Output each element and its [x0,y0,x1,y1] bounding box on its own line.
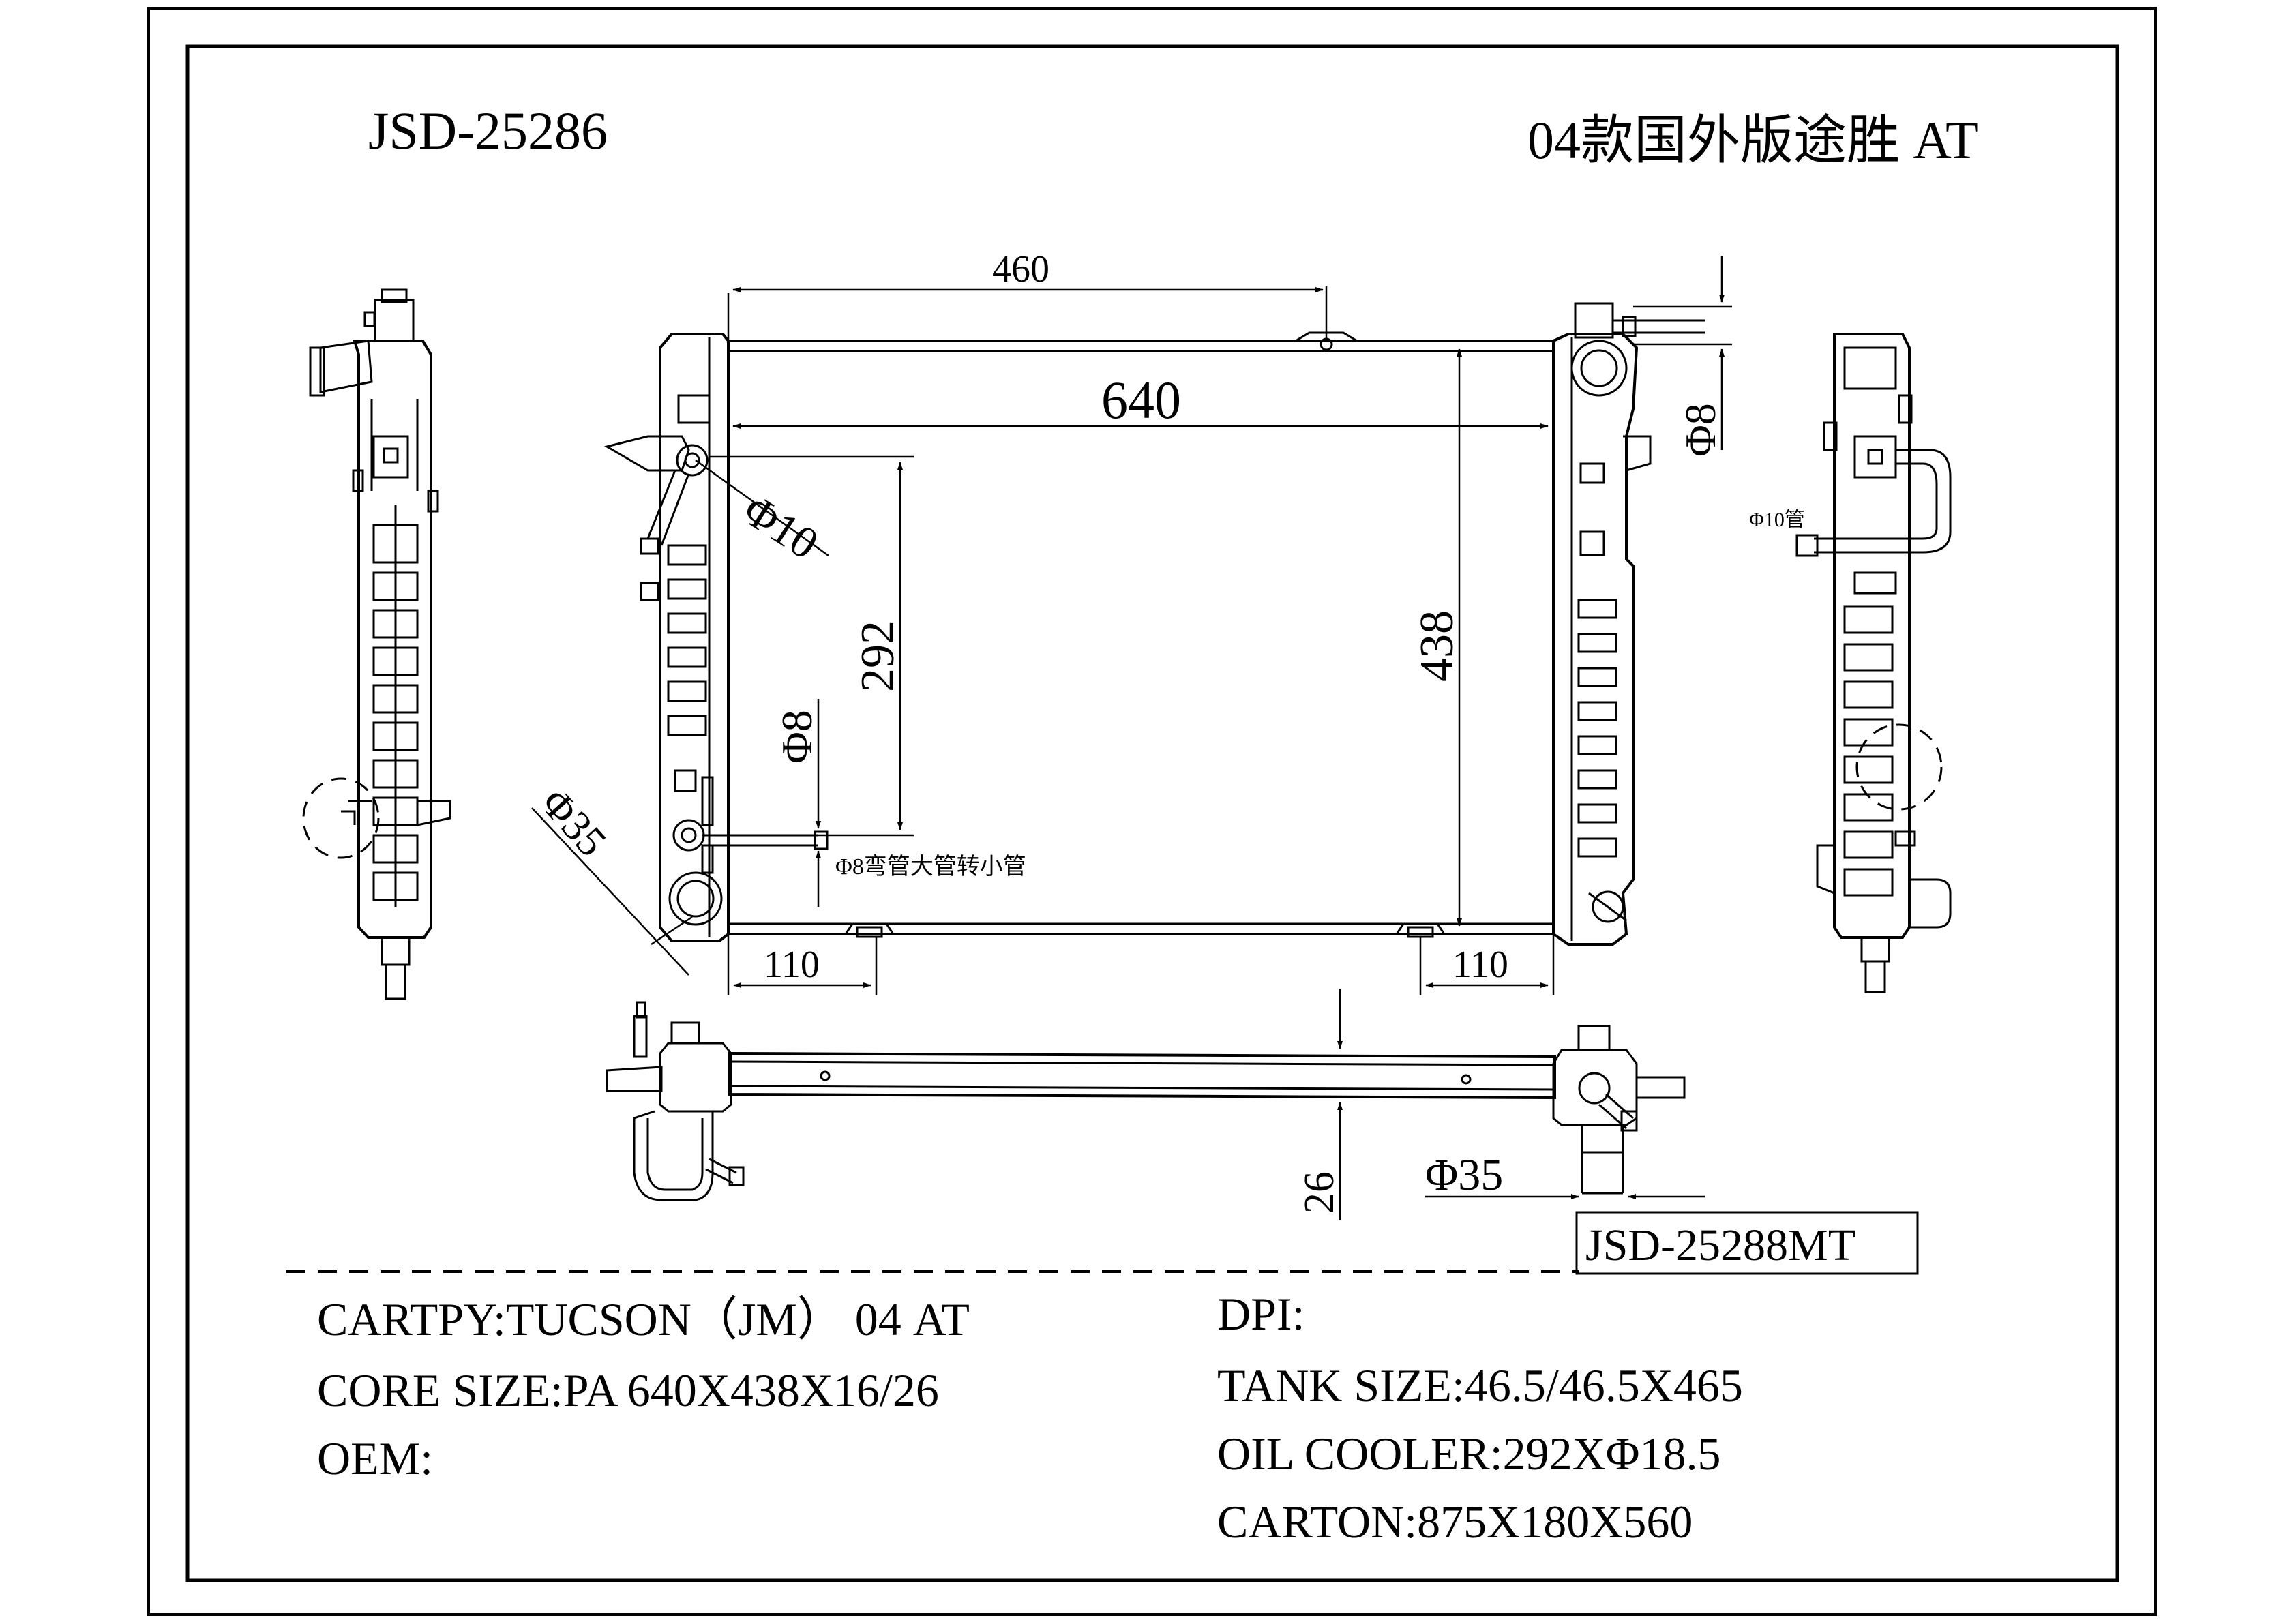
alt-model-code: JSD-25288MT [1585,1220,1855,1270]
spec-core-size: CORE SIZE:PA 640X438X16/26 [317,1364,939,1416]
model-title: 04款国外版途胜 AT [1527,110,1978,170]
inner-frame [185,44,2119,1582]
dimension-lines [531,256,1732,1220]
dim-110-left: 110 [764,944,820,986]
right-side-view [1795,333,1952,993]
spec-oil-cooler: OIL COOLER:292XΦ18.5 [1217,1428,1720,1480]
dim-292: 292 [852,620,904,692]
dim-640: 640 [1101,370,1181,430]
dim-phi-35-left: Φ35 [532,780,615,865]
dim-phi-35-bottom: Φ35 [1425,1150,1503,1200]
spec-tank-size: TANK SIZE:46.5/46.5X465 [1217,1360,1743,1411]
outer-frame [147,7,2157,1616]
note-phi-10-pipe: Φ10管 [1749,509,1805,531]
model-code: JSD-25286 [368,101,608,160]
dim-phi-8-left: Φ8 [773,710,821,764]
dim-phi-8-right: Φ8 [1676,403,1725,457]
spec-carton: CARTON:875X180X560 [1217,1496,1693,1548]
dim-438: 438 [1411,610,1463,682]
bottom-view [606,1001,1686,1201]
dim-26: 26 [1296,1171,1343,1214]
spec-dpi: DPI: [1217,1288,1304,1340]
spec-oem: OEM: [317,1432,433,1484]
note-phi-8-pipe: Φ8弯管大管转小管 [835,854,1026,880]
spec-table: CARTPY:TUCSON（JM） 04 AT CORE SIZE:PA 640… [317,1288,1743,1548]
dim-110-right: 110 [1452,944,1508,986]
alt-model-box [1575,1211,1919,1275]
spec-cartpy: CARTPY:TUCSON（JM） 04 AT [317,1293,970,1345]
dim-460: 460 [992,248,1049,290]
left-side-view [302,288,451,1000]
